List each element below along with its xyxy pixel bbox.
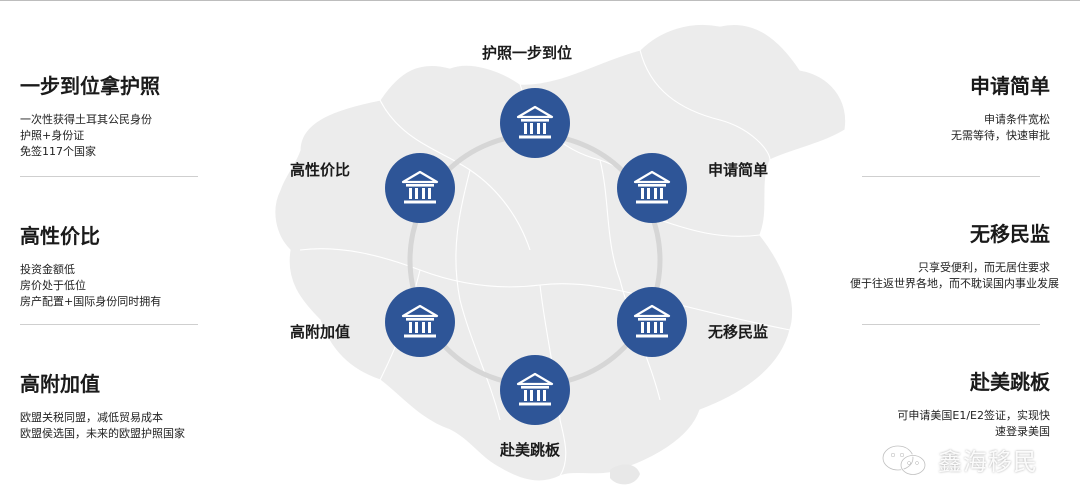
top-divider [0,0,1080,1]
block-line: 欧盟侯选国，未来的欧盟护照国家 [20,427,185,440]
node-passport [500,88,570,158]
block-divider [20,176,198,177]
node-label-cost-effective: 高性价比 [290,161,351,179]
map-silhouette [274,23,847,482]
right-block-no-residency: 无移民监 只享受便利，而无居住要求 便于往返世界各地，而不耽误国内事业发展 [850,222,1059,325]
block-line: 速登录美国 [995,425,1050,438]
block-line: 房价处于低位 [20,279,86,292]
node-high-added-value [385,287,455,357]
block-line: 欧盟关税同盟，减低贸易成本 [20,411,163,424]
left-block-cost-effective: 高性价比 投资金额低 房价处于低位 房产配置+国际身份同时拥有 [20,224,220,325]
wechat-icon [881,444,927,476]
block-line: 投资金额低 [20,263,75,276]
node-label-simple-application: 申请简单 [708,161,769,179]
block-line: 只享受便利，而无居住要求 [918,261,1050,274]
block-line: 便于往返世界各地，而不耽误国内事业发展 [850,277,1059,290]
node-no-residency [617,287,687,357]
node-simple-application [617,153,687,223]
block-divider [862,324,1040,325]
block-title: 申请简单 [970,74,1050,98]
node-label-no-residency: 无移民监 [708,323,769,341]
block-line: 护照+身份证 [20,129,85,142]
map-province-borders [299,49,791,477]
block-line: 房产配置+国际身份同时拥有 [20,295,162,308]
block-line: 免签117个国家 [20,145,96,158]
block-line: 申请条件宽松 [984,113,1050,126]
left-block-high-added-value: 高附加值 欧盟关税同盟，减低贸易成本 欧盟侯选国，未来的欧盟护照国家 [20,372,220,442]
node-us-springboard [500,355,570,425]
node-label-high-added-value: 高附加值 [290,323,351,341]
block-title: 高附加值 [20,372,100,396]
block-title: 高性价比 [20,224,100,248]
watermark-text: 鑫海移民 [938,448,1038,476]
block-title: 无移民监 [970,222,1050,246]
block-line: 一次性获得土耳其公民身份 [20,113,152,126]
map-island [610,464,640,485]
left-block-passport: 一步到位拿护照 一次性获得土耳其公民身份 护照+身份证 免签117个国家 [20,74,220,177]
block-title: 一步到位拿护照 [20,74,160,98]
block-divider [862,176,1040,177]
block-title: 赴美跳板 [970,370,1050,394]
block-line: 可申请美国E1/E2签证，实现快 [897,409,1050,422]
node-label-us-springboard: 赴美跳板 [500,441,561,459]
right-block-us-springboard: 赴美跳板 可申请美国E1/E2签证，实现快 速登录美国 [850,370,1050,440]
block-divider [20,324,198,325]
node-label-passport: 护照一步到位 [482,44,573,62]
node-cost-effective [385,153,455,223]
right-block-simple-application: 申请简单 申请条件宽松 无需等待，快速审批 [850,74,1050,177]
block-line: 无需等待，快速审批 [951,129,1050,142]
watermark: 鑫海移民 [880,440,1070,480]
